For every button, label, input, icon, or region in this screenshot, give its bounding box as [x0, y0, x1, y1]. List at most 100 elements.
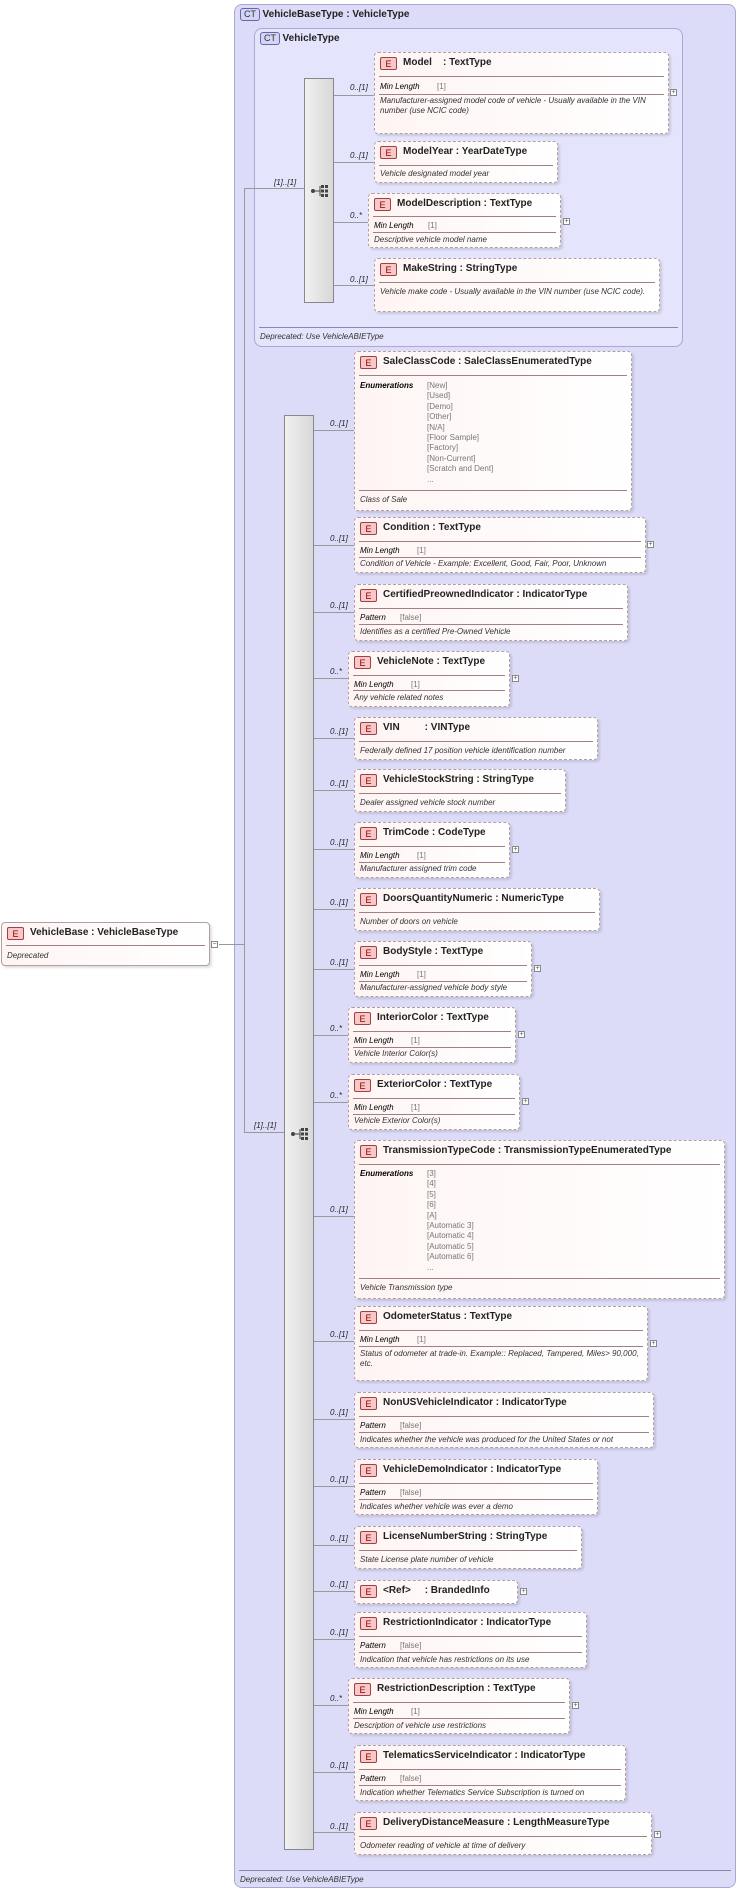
cardinality: 0..[1]	[330, 1330, 348, 1339]
expand-toggle[interactable]: +	[512, 675, 519, 682]
facet-value: [1]	[437, 82, 446, 91]
inner-sequence-cardinality: [1]..[1]	[274, 178, 297, 187]
element-doc: Vehicle Exterior Color(s)	[354, 1116, 441, 1125]
element-doc: State License plate number of vehicle	[360, 1555, 494, 1564]
element-vehicle-base[interactable]: E VehicleBase : VehicleBaseType Deprecat…	[1, 922, 210, 966]
element-icon: E	[360, 1145, 377, 1158]
element-type: IndicatorType	[501, 1397, 567, 1408]
element-doc: Class of Sale	[360, 495, 408, 504]
element-condition[interactable]: E Condition : TextType Min Length [1] Co…	[354, 517, 646, 573]
element-doc: Deprecated	[7, 951, 49, 960]
element-type: BrandedInfo	[430, 1585, 490, 1596]
element-name: TelematicsServiceIndicator	[383, 1750, 512, 1761]
element-exterior-color[interactable]: E ExteriorColor : TextType Min Length [1…	[348, 1074, 520, 1130]
element-name: ModelDescription	[397, 198, 481, 209]
element-vehicle-stock-string[interactable]: E VehicleStockString : StringType Dealer…	[354, 769, 566, 812]
expand-toggle[interactable]: +	[647, 541, 654, 548]
expand-toggle[interactable]: +	[520, 1588, 527, 1595]
element-icon: E	[354, 1012, 371, 1025]
inner-sequence-compositor[interactable]	[304, 78, 334, 303]
element-body-style[interactable]: E BodyStyle : TextType Min Length [1] Ma…	[354, 941, 532, 997]
element-icon: E	[7, 927, 24, 940]
expand-toggle[interactable]: +	[572, 1702, 579, 1709]
element-name: VehicleBase	[30, 927, 89, 938]
expand-toggle[interactable]: +	[522, 1098, 529, 1105]
facet-label: Min Length	[360, 970, 400, 979]
element-odometer-status[interactable]: E OdometerStatus : TextType Min Length […	[354, 1306, 648, 1381]
element-doc: Dealer assigned vehicle stock number	[360, 798, 496, 807]
element-name: MakeString	[403, 263, 457, 274]
expand-toggle[interactable]: +	[563, 218, 570, 225]
cardinality: 0..[1]	[330, 1580, 348, 1589]
element-type: IndicatorType	[486, 1617, 552, 1628]
expand-toggle[interactable]: +	[512, 846, 519, 853]
element-delivery-distance-measure[interactable]: E DeliveryDistanceMeasure : LengthMeasur…	[354, 1812, 652, 1855]
facet-label: Min Length	[360, 851, 400, 860]
facet-value: [1]	[417, 546, 426, 555]
element-icon: E	[380, 263, 397, 276]
element-model[interactable]: E Model : TextType Min Length [1] Manufa…	[374, 52, 669, 134]
vehicle-type-title: VehicleType	[282, 33, 340, 44]
element-doc: Odometer reading of vehicle at time of d…	[360, 1841, 526, 1850]
expand-toggle[interactable]: +	[518, 1031, 525, 1038]
element-trim-code[interactable]: E TrimCode : CodeType Min Length [1] Man…	[354, 822, 510, 878]
element-transmission-type-code[interactable]: E TransmissionTypeCode : TransmissionTyp…	[354, 1140, 725, 1299]
complex-type-icon: CT	[240, 8, 260, 21]
element-model-description[interactable]: E ModelDescription : TextType Min Length…	[368, 193, 561, 248]
sequence-icon	[311, 185, 328, 197]
cardinality: 0..[1]	[330, 601, 348, 610]
element-type: YearDateType	[461, 146, 528, 157]
ct-header: CT VehicleType	[260, 32, 340, 45]
inner-deprecated-note: Deprecated: Use VehicleABIEType	[260, 332, 384, 341]
cardinality: 0..[1]	[330, 838, 348, 847]
element-name: RestrictionDescription	[377, 1683, 485, 1694]
facet-value: [1]	[411, 1036, 420, 1045]
element-vin[interactable]: E VIN : VINType Federally defined 17 pos…	[354, 717, 598, 760]
element-type: IndicatorType	[496, 1464, 562, 1475]
expand-toggle[interactable]: +	[654, 1831, 661, 1838]
cardinality: 0..[1]	[330, 958, 348, 967]
element-license-number-string[interactable]: E LicenseNumberString : StringType State…	[354, 1526, 582, 1569]
element-telematics-service-indicator[interactable]: E TelematicsServiceIndicator : Indicator…	[354, 1745, 626, 1801]
element-restriction-description[interactable]: E RestrictionDescription : TextType Min …	[348, 1678, 570, 1734]
facet-label: Pattern	[360, 1641, 386, 1650]
element-name: TrimCode	[383, 827, 430, 838]
element-name: NonUSVehicleIndicator	[383, 1397, 494, 1408]
cardinality: 0..[1]	[330, 1205, 348, 1214]
element-model-year[interactable]: E ModelYear : YearDateType Vehicle desig…	[374, 141, 558, 183]
cardinality: 0..*	[350, 211, 363, 220]
element-non-us-vehicle-indicator[interactable]: E NonUSVehicleIndicator : IndicatorType …	[354, 1392, 654, 1448]
element-doc: Manufacturer-assigned vehicle body style	[360, 983, 508, 992]
element-ref-branded-info[interactable]: E <Ref> : BrandedInfo	[354, 1580, 518, 1604]
expand-toggle[interactable]: −	[211, 941, 218, 948]
element-type: NumericType	[501, 893, 564, 904]
facet-value: [false]	[400, 613, 422, 622]
element-type: IndicatorType	[522, 589, 588, 600]
element-name: VehicleDemoIndicator	[383, 1464, 488, 1475]
element-vehicle-note[interactable]: E VehicleNote : TextType Min Length [1] …	[348, 651, 510, 707]
expand-toggle[interactable]: +	[650, 1340, 657, 1347]
element-type: TextType	[442, 656, 486, 667]
element-sale-class-code[interactable]: E SaleClassCode : SaleClassEnumeratedTyp…	[354, 351, 632, 511]
element-type: TextType	[469, 1311, 513, 1322]
facet-value: [false]	[400, 1774, 422, 1783]
element-interior-color[interactable]: E InteriorColor : TextType Min Length [1…	[348, 1007, 516, 1063]
main-sequence-compositor[interactable]	[284, 415, 314, 1850]
element-doors-quantity-numeric[interactable]: E DoorsQuantityNumeric : NumericType Num…	[354, 888, 600, 931]
element-name: Model	[403, 57, 432, 68]
facet-label: Min Length	[360, 1335, 400, 1344]
facet-label: Pattern	[360, 1774, 386, 1783]
facet-label: Min Length	[360, 546, 400, 555]
element-restriction-indicator[interactable]: E RestrictionIndicator : IndicatorType P…	[354, 1612, 587, 1668]
element-icon: E	[360, 522, 377, 535]
facet-value: [1]	[428, 221, 437, 230]
element-certified-preowned-indicator[interactable]: E CertifiedPreownedIndicator : Indicator…	[354, 584, 628, 641]
element-doc: Status of odometer at trade-in. Example:…	[360, 1349, 639, 1368]
expand-toggle[interactable]: +	[534, 965, 541, 972]
facet-label: Min Length	[354, 1103, 394, 1112]
expand-toggle[interactable]: +	[670, 89, 677, 96]
element-vehicle-demo-indicator[interactable]: E VehicleDemoIndicator : IndicatorType P…	[354, 1459, 598, 1515]
element-doc: Any vehicle related notes	[354, 693, 444, 702]
cardinality: 0..*	[330, 667, 343, 676]
element-make-string[interactable]: E MakeString : StringType Vehicle make c…	[374, 258, 660, 312]
